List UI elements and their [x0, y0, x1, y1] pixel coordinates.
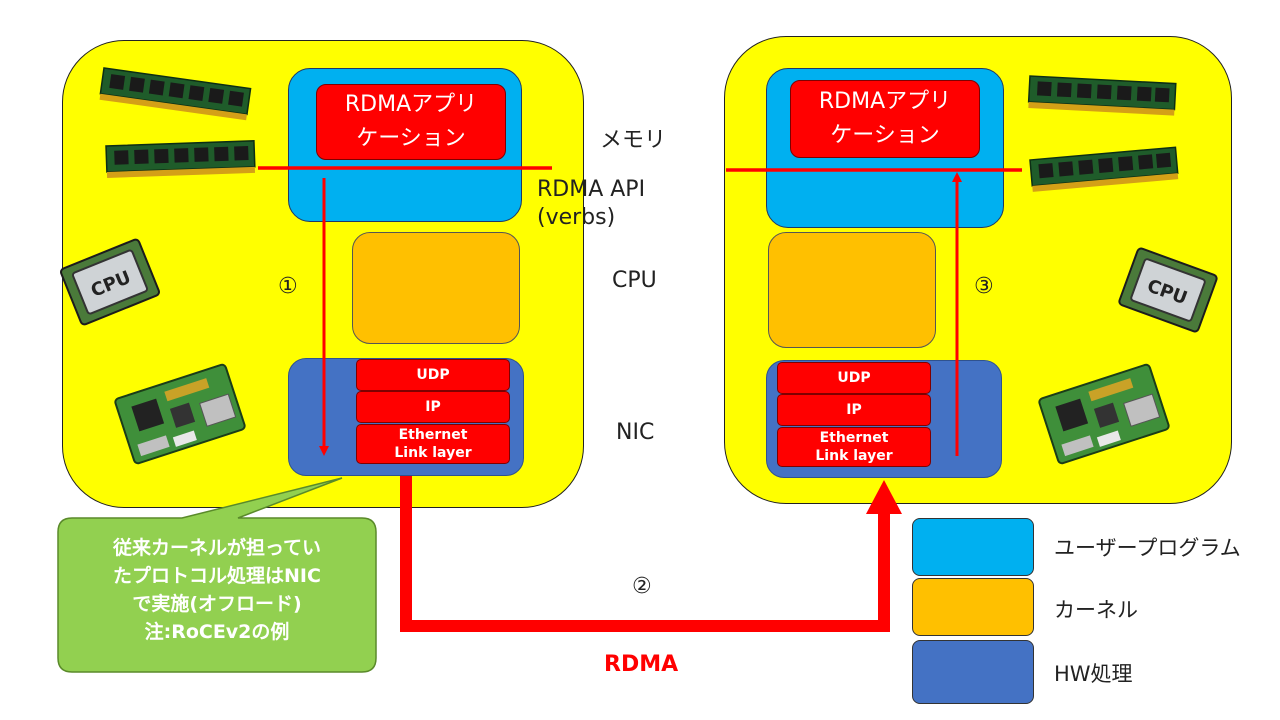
circuit-board-icon: [114, 363, 246, 465]
nic-label: NIC: [616, 420, 655, 445]
right-app-line2: ケーション: [830, 123, 940, 148]
legend-swatch-hw: [912, 640, 1034, 704]
right-rdma-app-box: RDMAアプリケーション: [790, 80, 980, 158]
circuit-board-icon: [1038, 363, 1170, 465]
memory-module-icon: [105, 140, 256, 178]
legend-swatch-kernel: [912, 578, 1034, 636]
right-layer-ip-text: IP: [846, 402, 862, 418]
callout-line1: 従来カーネルが担ってい: [112, 537, 322, 559]
step2-label: ②: [632, 574, 652, 599]
cpu-chip-icon: CPU: [1118, 247, 1218, 333]
callout-line3: で実施(オフロード): [132, 593, 302, 615]
right-layer-ethernet-text: Ethernet Link layer: [815, 430, 893, 464]
cpu-label: CPU: [612, 268, 657, 293]
legend-label-hw: HW処理: [1054, 662, 1133, 686]
rdma-path-arrowhead: [866, 480, 902, 514]
callout-bubble: [57, 477, 377, 673]
rdma-api-label-line2: (verbs): [537, 205, 616, 230]
step1-label: ①: [278, 274, 298, 299]
rdma-path: [400, 476, 890, 632]
legend-label-kernel: カーネル: [1054, 598, 1138, 622]
right-app-line1: RDMAアプリ: [818, 89, 952, 114]
memory-label: メモリ: [600, 128, 667, 153]
left-layer-udp-text: UDP: [416, 367, 450, 383]
left-layer-ip: IP: [356, 391, 510, 423]
left-kernel-box: [352, 232, 520, 344]
legend-swatch-user: [912, 518, 1034, 576]
callout-line4: 注:RoCEv2の例: [144, 621, 290, 643]
left-layer-ethernet: Ethernet Link layer: [356, 424, 510, 464]
right-layer-udp-text: UDP: [837, 370, 871, 386]
memory-module-icon: [1029, 146, 1179, 192]
callout-text: 従来カーネルが担ってい たプロトコル処理はNIC で実施(オフロード) 注:Ro…: [60, 534, 374, 646]
left-layer-ip-text: IP: [425, 399, 441, 415]
step3-label: ③: [974, 274, 994, 299]
memory-module-icon: [99, 67, 252, 121]
right-kernel-box: [768, 232, 936, 348]
right-layer-udp: UDP: [777, 362, 931, 394]
left-layer-udp: UDP: [356, 359, 510, 391]
memory-module-icon: [1027, 75, 1177, 116]
callout-line2: たプロトコル処理はNIC: [113, 565, 321, 587]
right-layer-ip: IP: [777, 394, 931, 426]
right-layer-ethernet: Ethernet Link layer: [777, 427, 931, 467]
left-app-line2: ケーション: [356, 126, 466, 151]
rdma-label: RDMA: [604, 652, 679, 677]
left-layer-ethernet-text: Ethernet Link layer: [394, 427, 472, 461]
rdma-api-label: RDMA API (verbs): [537, 176, 645, 232]
rdma-api-label-line1: RDMA API: [537, 177, 646, 202]
legend-label-user: ユーザープログラム: [1054, 536, 1241, 560]
left-rdma-app-box: RDMAアプリケーション: [316, 84, 506, 160]
left-app-line1: RDMAアプリ: [344, 92, 478, 117]
cpu-chip-icon: CPU: [60, 238, 160, 326]
